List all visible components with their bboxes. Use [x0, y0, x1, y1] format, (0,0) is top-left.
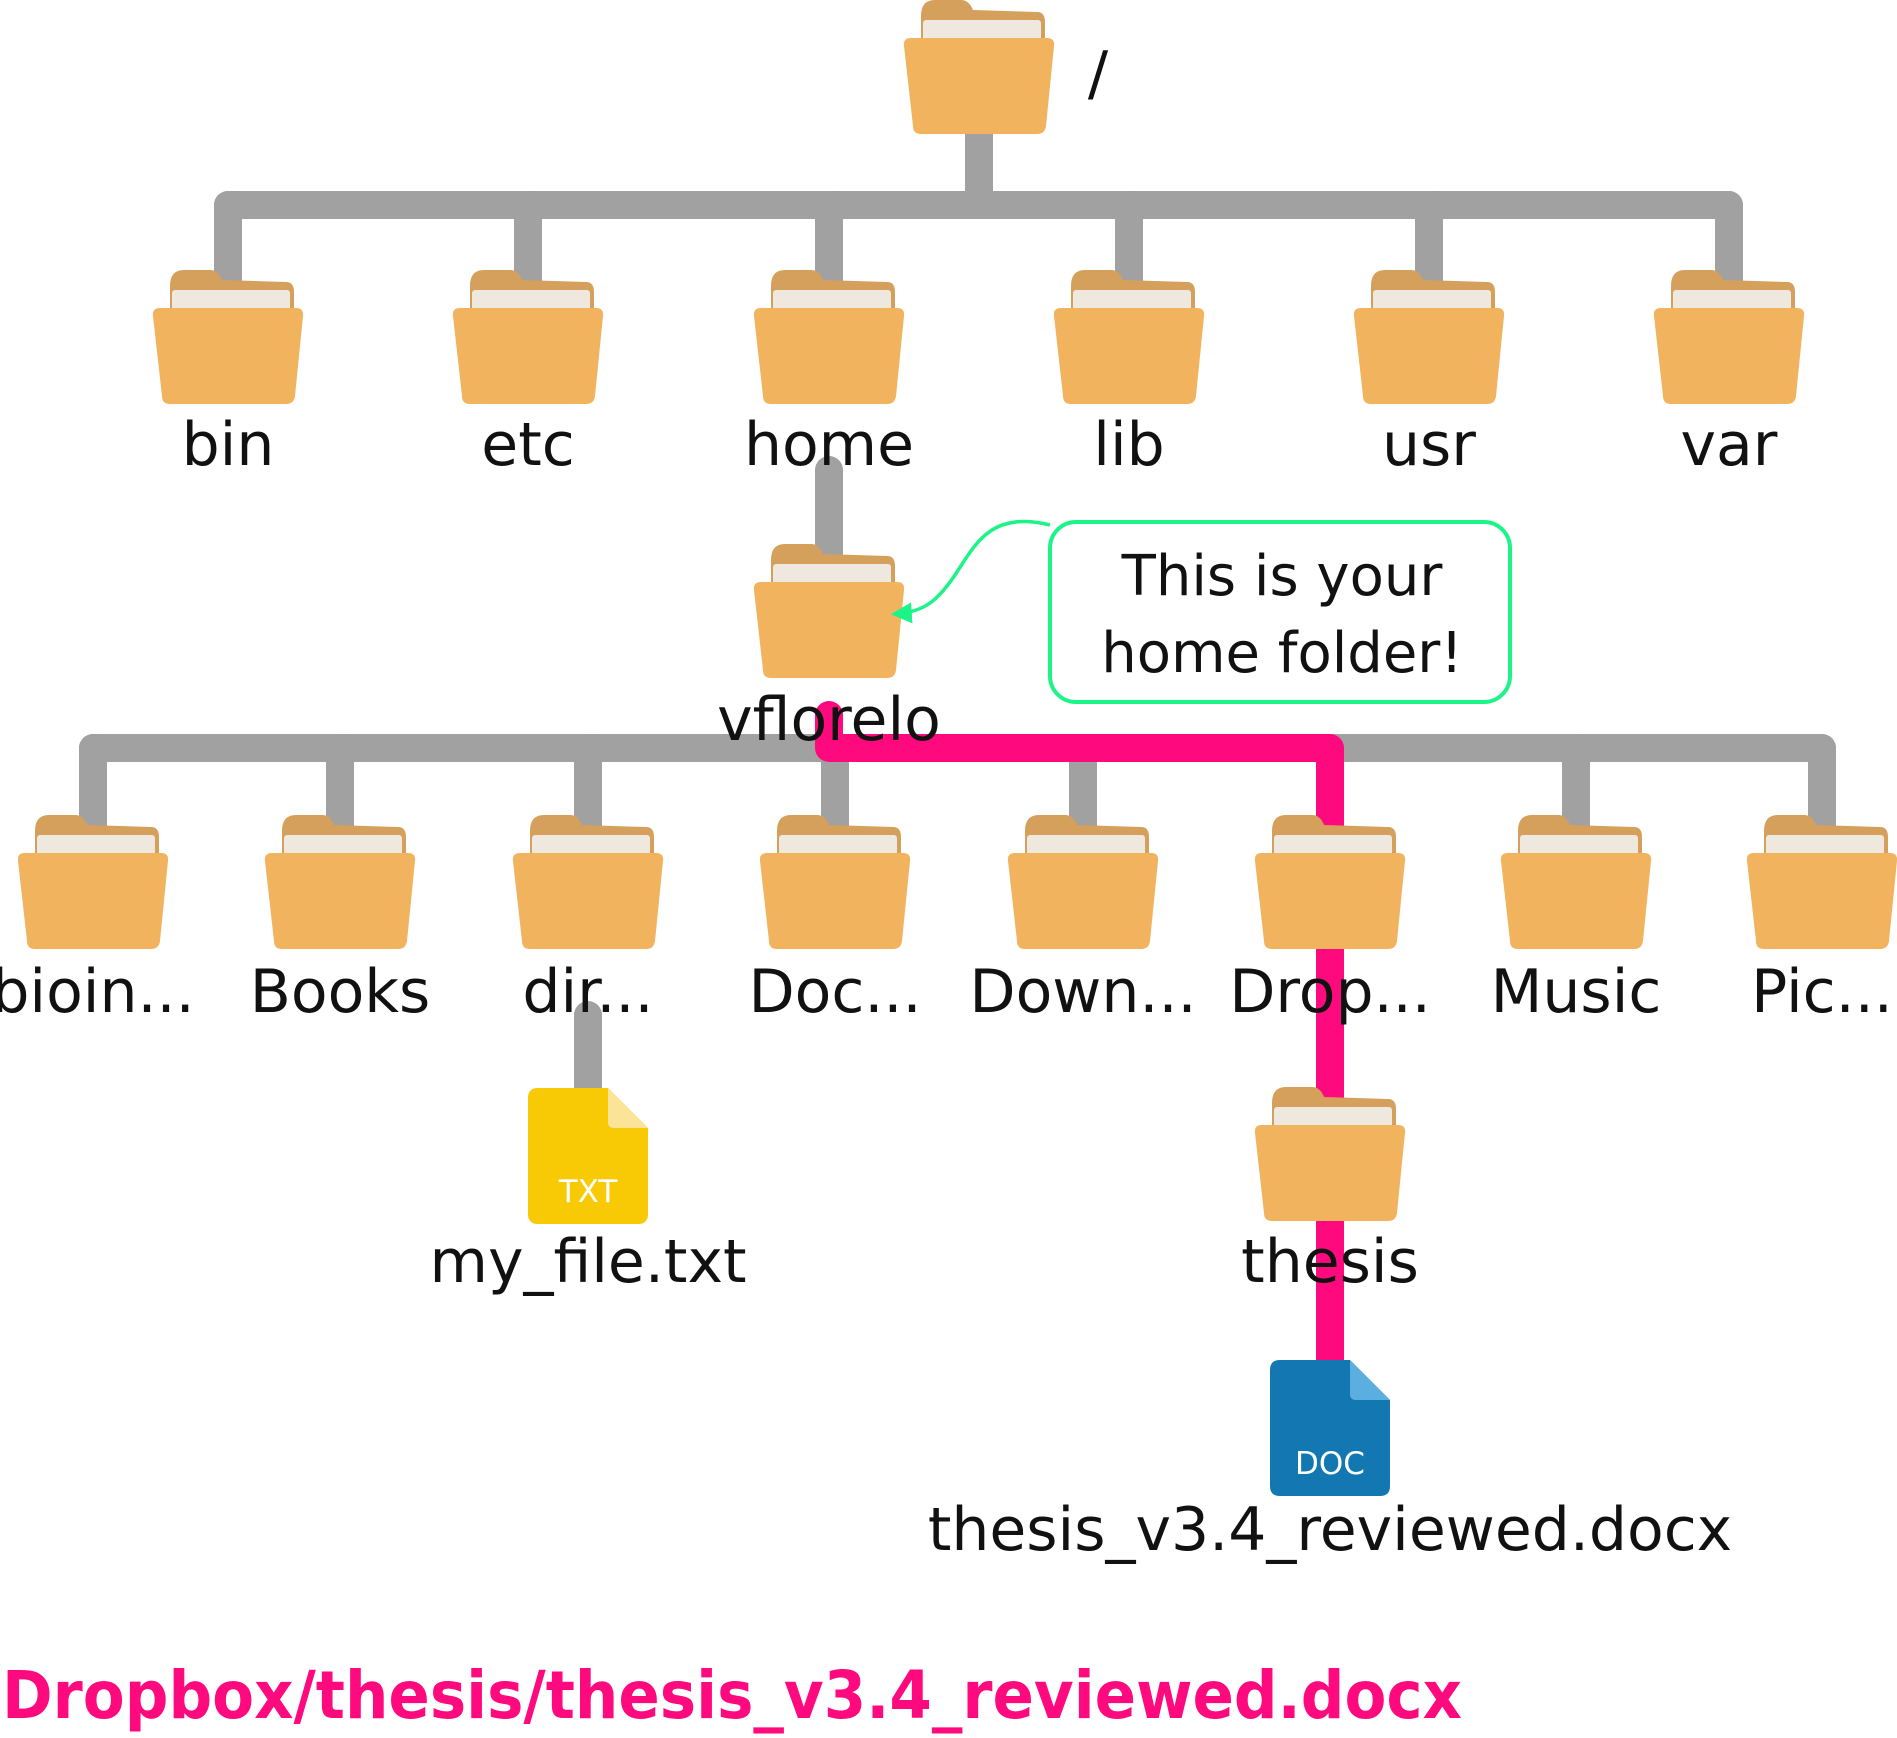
folder-icon-doc	[759, 815, 911, 949]
folder-icon-etc	[452, 270, 604, 404]
highlighted-path-line	[815, 701, 1344, 1394]
folder-icon-bin	[152, 270, 304, 404]
folder-label-vflorelo: vflorelo	[717, 685, 941, 755]
folder-icon-down	[1007, 815, 1159, 949]
folder-icon-vflorelo	[753, 544, 905, 678]
folder-label-dir: dir...	[522, 957, 653, 1027]
tree-connectors	[79, 116, 1836, 1109]
folder-label-etc: etc	[481, 410, 574, 480]
folder-label-down: Down...	[969, 957, 1196, 1027]
folder-label-music: Music	[1491, 957, 1662, 1027]
file-label-thesis-docx: thesis_v3.4_reviewed.docx	[928, 1495, 1732, 1565]
folder-label-drop: Drop...	[1229, 957, 1431, 1027]
folder-label-var: var	[1681, 410, 1778, 480]
folder-icon-pic	[1746, 815, 1897, 949]
folder-icon-dir	[512, 815, 664, 949]
folder-label-pic: Pic...	[1751, 957, 1893, 1027]
folder-label-usr: usr	[1382, 410, 1476, 480]
folder-label-bin: bin	[182, 410, 275, 480]
doc-file-icon: DOC	[1270, 1360, 1390, 1496]
folder-label-home: home	[744, 410, 914, 480]
folder-icon-books	[264, 815, 416, 949]
callout-line-1: This is your	[1121, 544, 1444, 609]
folder-icon-bioin	[17, 815, 169, 949]
folder-label-bioin: bioin...	[0, 957, 195, 1027]
folder-icon-lib	[1053, 270, 1205, 404]
root-label: /	[1088, 39, 1109, 109]
folder-label-books: Books	[250, 957, 431, 1027]
home-folder-callout: This is your home folder!	[890, 519, 1512, 704]
file-label-my-file-txt: my_file.txt	[430, 1227, 747, 1297]
callout-box	[1048, 520, 1512, 704]
folder-icon-var	[1653, 270, 1805, 404]
txt-file-icon: TXT	[528, 1088, 648, 1224]
folder-icon-drop	[1254, 815, 1406, 949]
folder-icon-home	[753, 270, 905, 404]
doc-file-badge: DOC	[1295, 1446, 1365, 1482]
folder-label-doc: Doc...	[748, 957, 921, 1027]
folder-icon-root	[903, 0, 1055, 134]
folder-icon-usr	[1353, 270, 1505, 404]
callout-arrow	[890, 519, 1051, 624]
relative-path-caption: Dropbox/thesis/thesis_v3.4_reviewed.docx	[2, 1657, 1462, 1734]
tree-nodes: TXT DOC	[17, 0, 1897, 1496]
folder-icon-thesis	[1254, 1087, 1406, 1221]
callout-line-2: home folder!	[1101, 621, 1463, 686]
txt-file-badge: TXT	[558, 1174, 619, 1210]
folder-icon-music	[1500, 815, 1652, 949]
folder-label-lib: lib	[1093, 410, 1164, 480]
folder-label-thesis: thesis	[1241, 1227, 1419, 1297]
